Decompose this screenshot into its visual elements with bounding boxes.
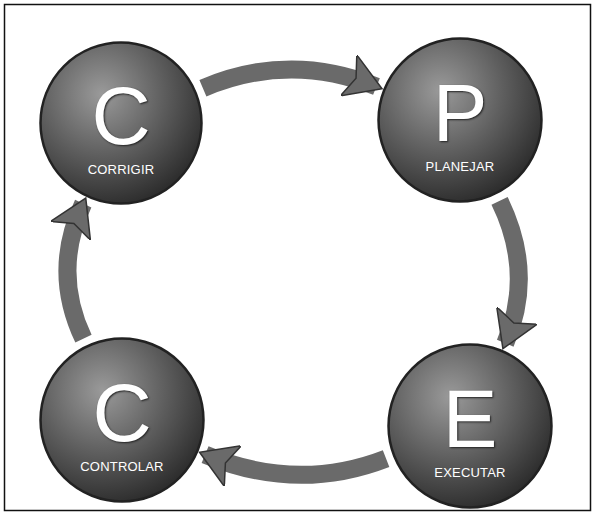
cycle-letter: C <box>92 372 151 454</box>
cycle-circle: E EXECUTAR <box>386 342 554 510</box>
cycle-arrow <box>205 455 386 475</box>
cycle-label: PLANEJAR <box>426 160 495 174</box>
cycle-arrow <box>203 69 377 88</box>
cycle-label: CORRIGIR <box>88 163 155 177</box>
cycle-arrow <box>500 201 519 343</box>
cycle-arrow <box>67 204 83 339</box>
cycle-label: EXECUTAR <box>434 466 505 480</box>
cycle-circle: P PLANEJAR <box>376 36 544 204</box>
cycle-letter: E <box>443 378 498 460</box>
cycle-circle: C CORRIGIR <box>38 40 204 206</box>
cycle-circle: C CONTROLAR <box>38 336 206 504</box>
cycle-label: CONTROLAR <box>80 460 163 474</box>
frame-rect <box>5 5 591 511</box>
cycle-letter: C <box>91 75 150 157</box>
cycle-letter: P <box>433 72 488 154</box>
